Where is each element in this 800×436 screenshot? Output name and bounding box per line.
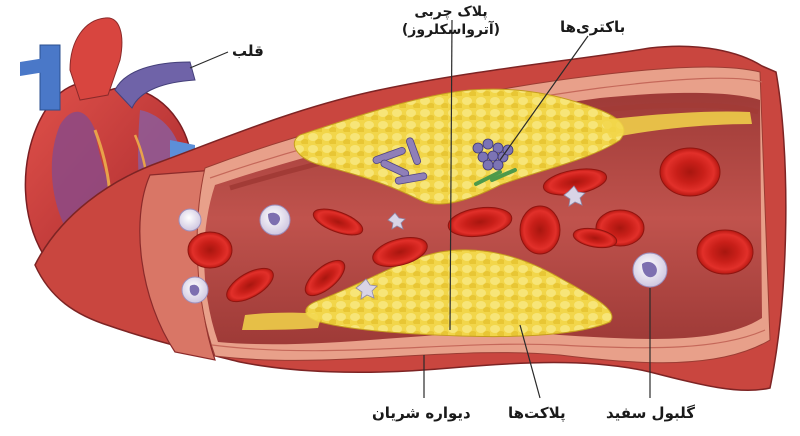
plaque-label-line2: (آترواسکلروز) <box>401 21 501 38</box>
artery-wall-label: دیواره شریان <box>372 404 471 422</box>
heart-leader-line <box>189 51 229 69</box>
plaque-label-line1: پلاک چربی <box>414 4 488 20</box>
white-blood-cell-label: گلبول سفید <box>606 404 695 422</box>
bacteria-cluster <box>372 137 517 186</box>
plaque-label: پلاک چربی (آترواسکلروز) <box>395 4 507 39</box>
platelets <box>355 185 586 300</box>
heart-label: قلب <box>232 42 264 60</box>
plaque <box>242 88 752 338</box>
red-blood-cells <box>187 147 754 303</box>
white-blood-cells <box>178 204 668 304</box>
platelets-label: پلاکت‌ها <box>508 404 566 422</box>
bacteria-leader-line <box>499 35 589 161</box>
plaque-leader-line <box>449 19 453 331</box>
bacteria-label: باکتری‌ها <box>560 18 626 36</box>
platelets-leader-line <box>519 324 541 399</box>
